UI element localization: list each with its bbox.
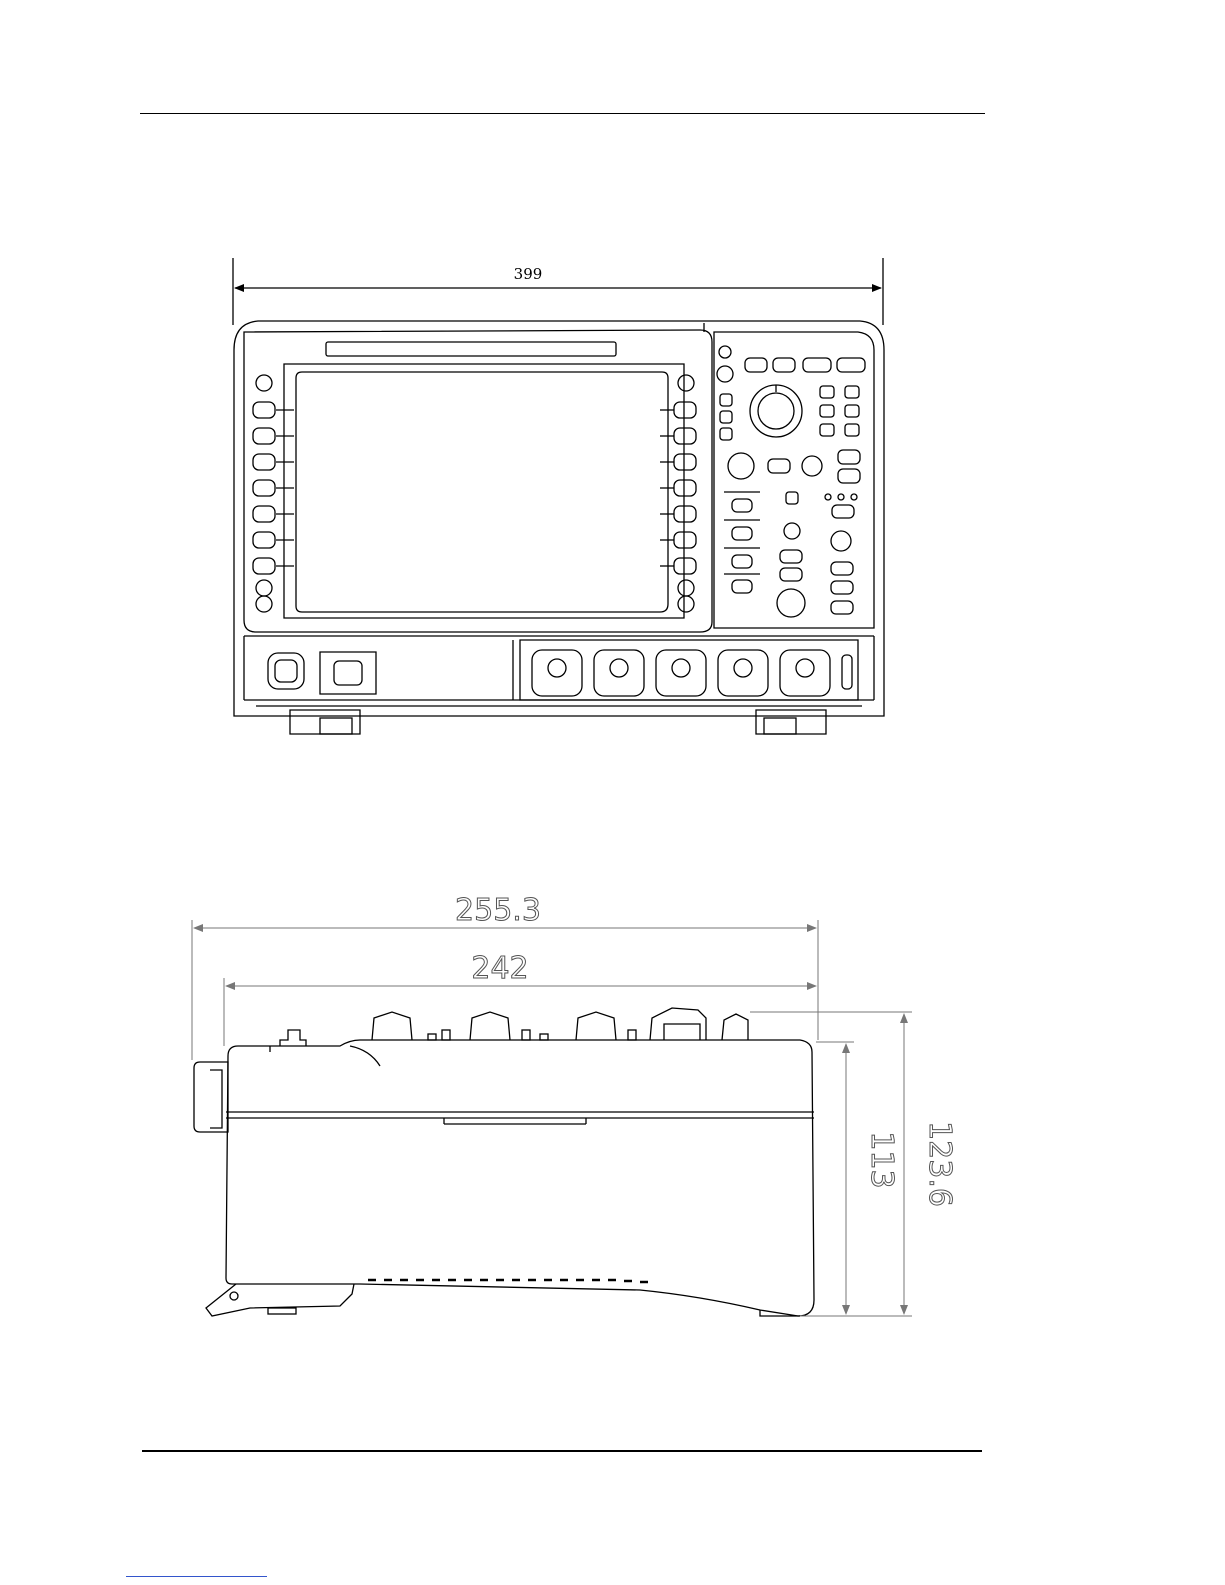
side-overall-height-label: 123.6 xyxy=(922,1121,957,1207)
front-view-drawing xyxy=(233,258,884,734)
footer-rule xyxy=(142,1450,982,1452)
footer-link-underline[interactable] xyxy=(126,1576,267,1577)
side-body-height-label: 113 xyxy=(864,1131,899,1188)
side-body-depth-label: 242 xyxy=(471,951,528,986)
side-overall-depth-label: 255.3 xyxy=(455,893,541,928)
side-view-drawing xyxy=(194,1008,814,1316)
front-width-label: 399 xyxy=(514,265,543,283)
